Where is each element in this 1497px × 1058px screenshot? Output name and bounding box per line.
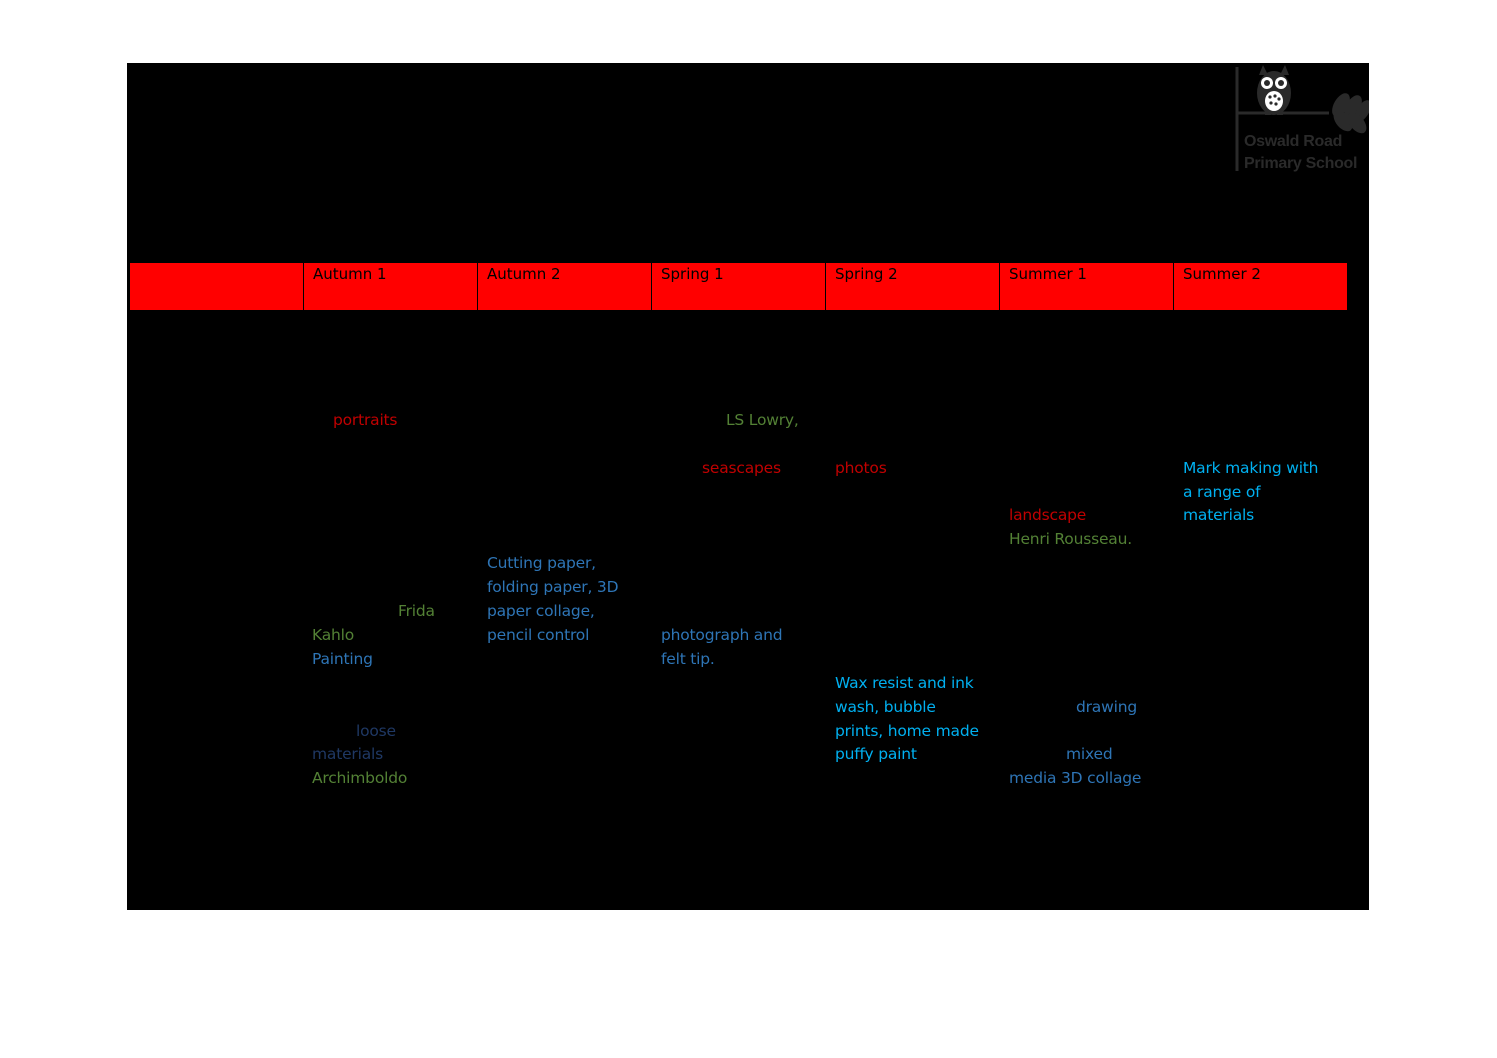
autumn1-loose: loose xyxy=(356,722,396,740)
header-label: Summer 2 xyxy=(1183,265,1261,283)
owl-logo-icon xyxy=(1235,65,1371,171)
autumn1-frida: Frida xyxy=(398,602,435,620)
header-spring-1: Spring 1 xyxy=(651,263,825,310)
school-logo: Oswald Road Primary School xyxy=(1233,63,1371,175)
summer1-collage: media 3D collage xyxy=(1009,769,1142,787)
document-page xyxy=(127,63,1369,910)
autumn2-line-1: Cutting paper, xyxy=(487,554,596,572)
spring1-lowry: LS Lowry, xyxy=(726,411,799,429)
autumn1-portraits: portraits xyxy=(333,411,398,429)
autumn1-painting: Painting xyxy=(312,650,373,668)
summer1-rousseau: Henri Rousseau. xyxy=(1009,530,1132,548)
spring1-photo-line-2: felt tip. xyxy=(661,650,715,668)
autumn2-line-4: pencil control xyxy=(487,626,590,644)
header-summer-1: Summer 1 xyxy=(999,263,1173,310)
summer1-mixed: mixed xyxy=(1066,745,1113,763)
header-summer-2: Summer 2 xyxy=(1173,263,1347,310)
autumn1-kahlo: Kahlo xyxy=(312,626,355,644)
spring2-wax-line-3: prints, home made xyxy=(835,722,979,740)
spring1-photo-line-1: photograph and xyxy=(661,626,783,644)
term-header-row: Autumn 1 Autumn 2 Spring 1 Spring 2 Summ… xyxy=(129,263,1347,310)
header-label: Spring 1 xyxy=(661,265,724,283)
spring2-wax-line-2: wash, bubble xyxy=(835,698,936,716)
logo-line-2: Primary School xyxy=(1244,155,1358,172)
logo-line-1: Oswald Road xyxy=(1244,133,1343,150)
spring2-wax-line-1: Wax resist and ink xyxy=(835,674,974,692)
header-blank-cell xyxy=(129,263,303,310)
autumn2-line-3: paper collage, xyxy=(487,602,595,620)
header-autumn-2: Autumn 2 xyxy=(477,263,651,310)
autumn1-materials: materials xyxy=(312,745,383,763)
header-label: Spring 2 xyxy=(835,265,898,283)
header-label: Summer 1 xyxy=(1009,265,1087,283)
summer2-mark-line-1: Mark making with xyxy=(1183,459,1319,477)
summer2-mark-line-2: a range of xyxy=(1183,483,1261,501)
header-spring-2: Spring 2 xyxy=(825,263,999,310)
spring2-photos: photos xyxy=(835,459,887,477)
spring1-seascapes: seascapes xyxy=(702,459,781,477)
header-label: Autumn 2 xyxy=(487,265,561,283)
header-label: Autumn 1 xyxy=(313,265,387,283)
header-autumn-1: Autumn 1 xyxy=(303,263,477,310)
summer1-drawing: drawing xyxy=(1076,698,1137,716)
summer1-landscape: landscape xyxy=(1009,506,1087,524)
autumn1-archimboldo: Archimboldo xyxy=(312,769,408,787)
summer2-mark-line-3: materials xyxy=(1183,506,1254,524)
autumn2-line-2: folding paper, 3D xyxy=(487,578,619,596)
spring2-wax-line-4: puffy paint xyxy=(835,745,917,763)
